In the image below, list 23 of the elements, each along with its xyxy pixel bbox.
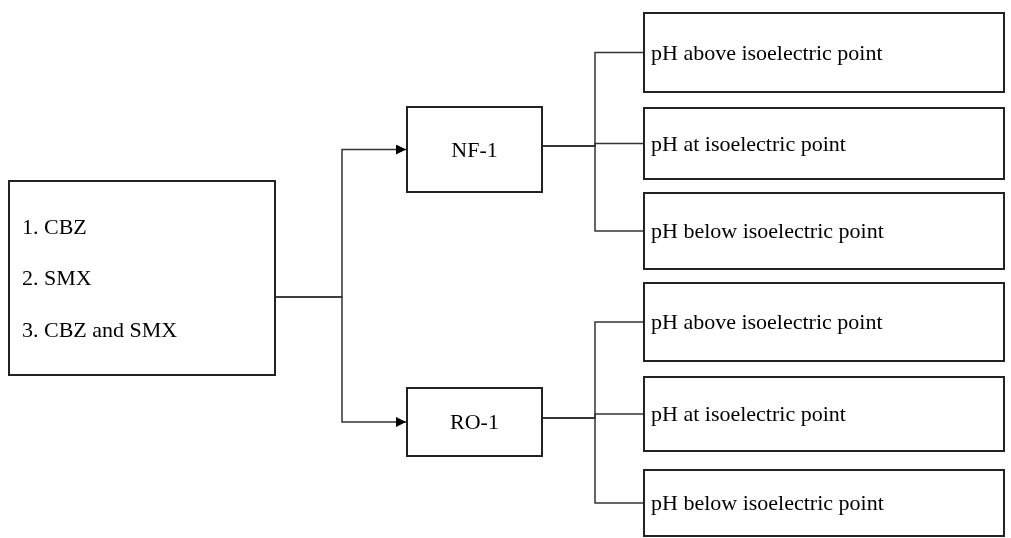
process-box [643, 192, 1005, 270]
box-label: pH at isoelectric point [651, 129, 847, 158]
box-label: pH above isoelectric point [651, 308, 884, 336]
box-label: 1. CBZ [22, 212, 88, 241]
box-label: pH at isoelectric point [651, 400, 847, 428]
process-box [643, 469, 1005, 537]
process-box [643, 376, 1005, 452]
box-label: pH below isoelectric point [651, 217, 885, 245]
connector-line [275, 296, 407, 427]
process-box [643, 107, 1005, 180]
box-label: NF-1 [451, 135, 498, 164]
process-box [406, 106, 543, 193]
process-box [643, 12, 1005, 93]
process-box [8, 180, 276, 376]
process-box [643, 282, 1005, 362]
process-box [406, 387, 543, 457]
box-label: pH above isoelectric point [651, 38, 884, 67]
box-label: 3. CBZ and SMX [22, 315, 179, 344]
box-label: pH below isoelectric point [651, 489, 885, 517]
connector-line [542, 145, 644, 232]
box-label: RO-1 [450, 408, 499, 436]
connector-line [542, 417, 644, 504]
box-label: 2. SMX [22, 264, 93, 292]
